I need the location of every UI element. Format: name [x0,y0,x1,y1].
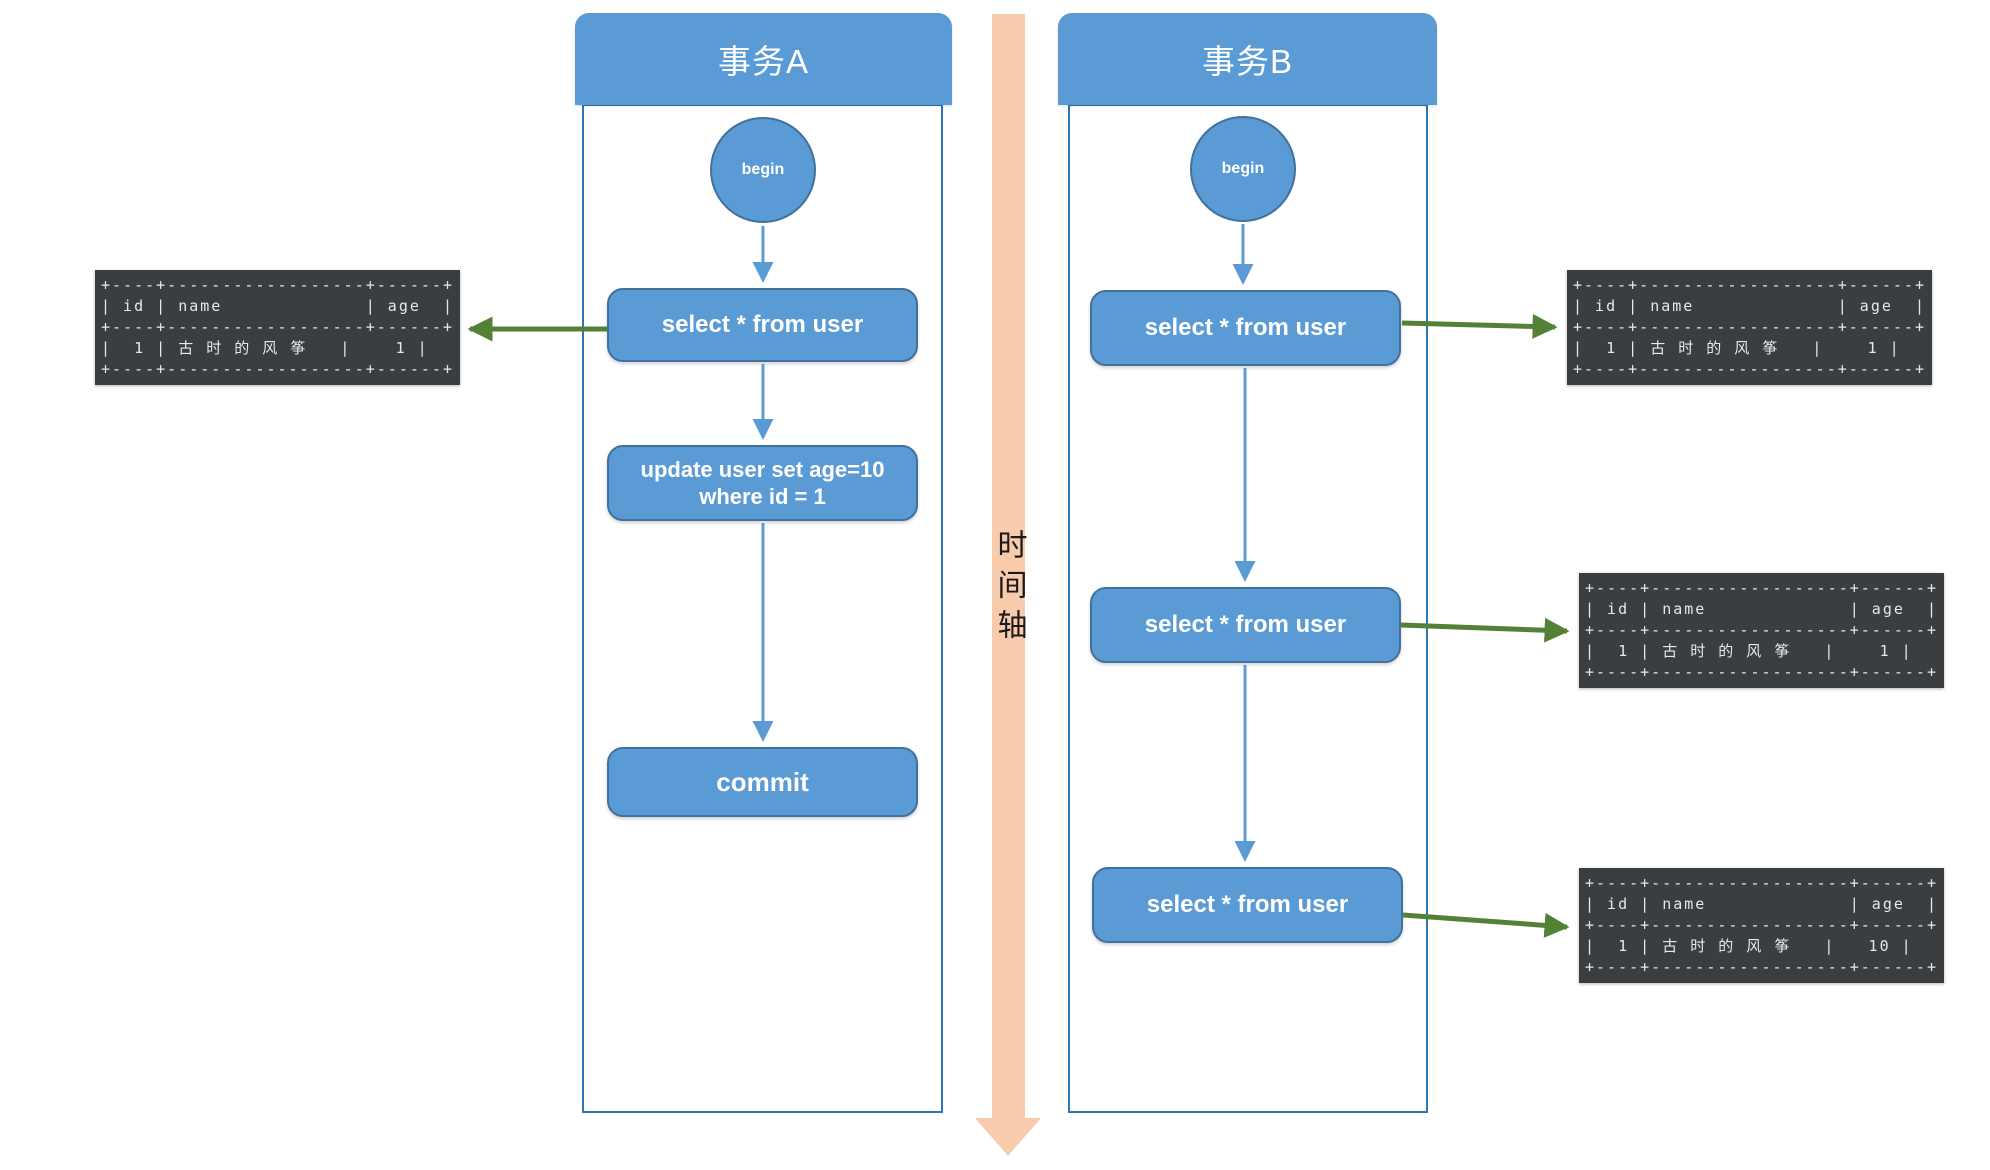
transaction-a-lane [582,104,943,1113]
transaction-b-header: 事务B [1058,13,1437,105]
transaction-a-select-label: select * from user [661,311,864,338]
result-table-b-select-2-text: +----+------------------+------+ | id | … [1585,579,1938,681]
result-table-b-select-3: +----+------------------+------+ | id | … [1579,868,1944,983]
transaction-a-update-label: update user set age=10 where id = 1 [640,456,885,510]
transaction-a-commit-label: commit [716,766,809,797]
transaction-b-select-2-label: select * from user [1144,611,1347,638]
transaction-a-begin-label: begin [741,161,785,178]
transaction-a-begin-node: begin [710,117,816,223]
time-axis-band [992,14,1025,1118]
transaction-b-begin-label: begin [1221,160,1265,177]
transaction-b-select-2-node: select * from user [1090,587,1401,663]
time-axis-arrowhead-icon [975,1118,1041,1156]
result-table-b-select-1: +----+------------------+------+ | id | … [1567,270,1932,385]
result-table-a-select: +----+------------------+------+ | id | … [95,270,460,385]
transaction-a-commit-node: commit [607,747,918,817]
transaction-b-select-3-node: select * from user [1092,867,1403,943]
transaction-b-begin-node: begin [1190,116,1296,222]
transaction-a-header: 事务A [575,13,952,105]
result-table-b-select-1-text: +----+------------------+------+ | id | … [1573,276,1926,378]
transaction-b-title: 事务B [1201,43,1293,80]
result-table-b-select-2: +----+------------------+------+ | id | … [1579,573,1944,688]
transaction-a-update-node: update user set age=10 where id = 1 [607,445,918,521]
transaction-a-title: 事务A [717,43,809,80]
transaction-b-select-1-node: select * from user [1090,290,1401,366]
transaction-b-select-1-label: select * from user [1144,314,1347,341]
result-table-b-select-3-text: +----+------------------+------+ | id | … [1585,874,1938,976]
transaction-a-select-node: select * from user [607,288,918,362]
result-table-a-select-text: +----+------------------+------+ | id | … [101,276,454,378]
transaction-b-select-3-label: select * from user [1146,891,1349,918]
time-axis-label: 时间轴 [991,529,1027,649]
